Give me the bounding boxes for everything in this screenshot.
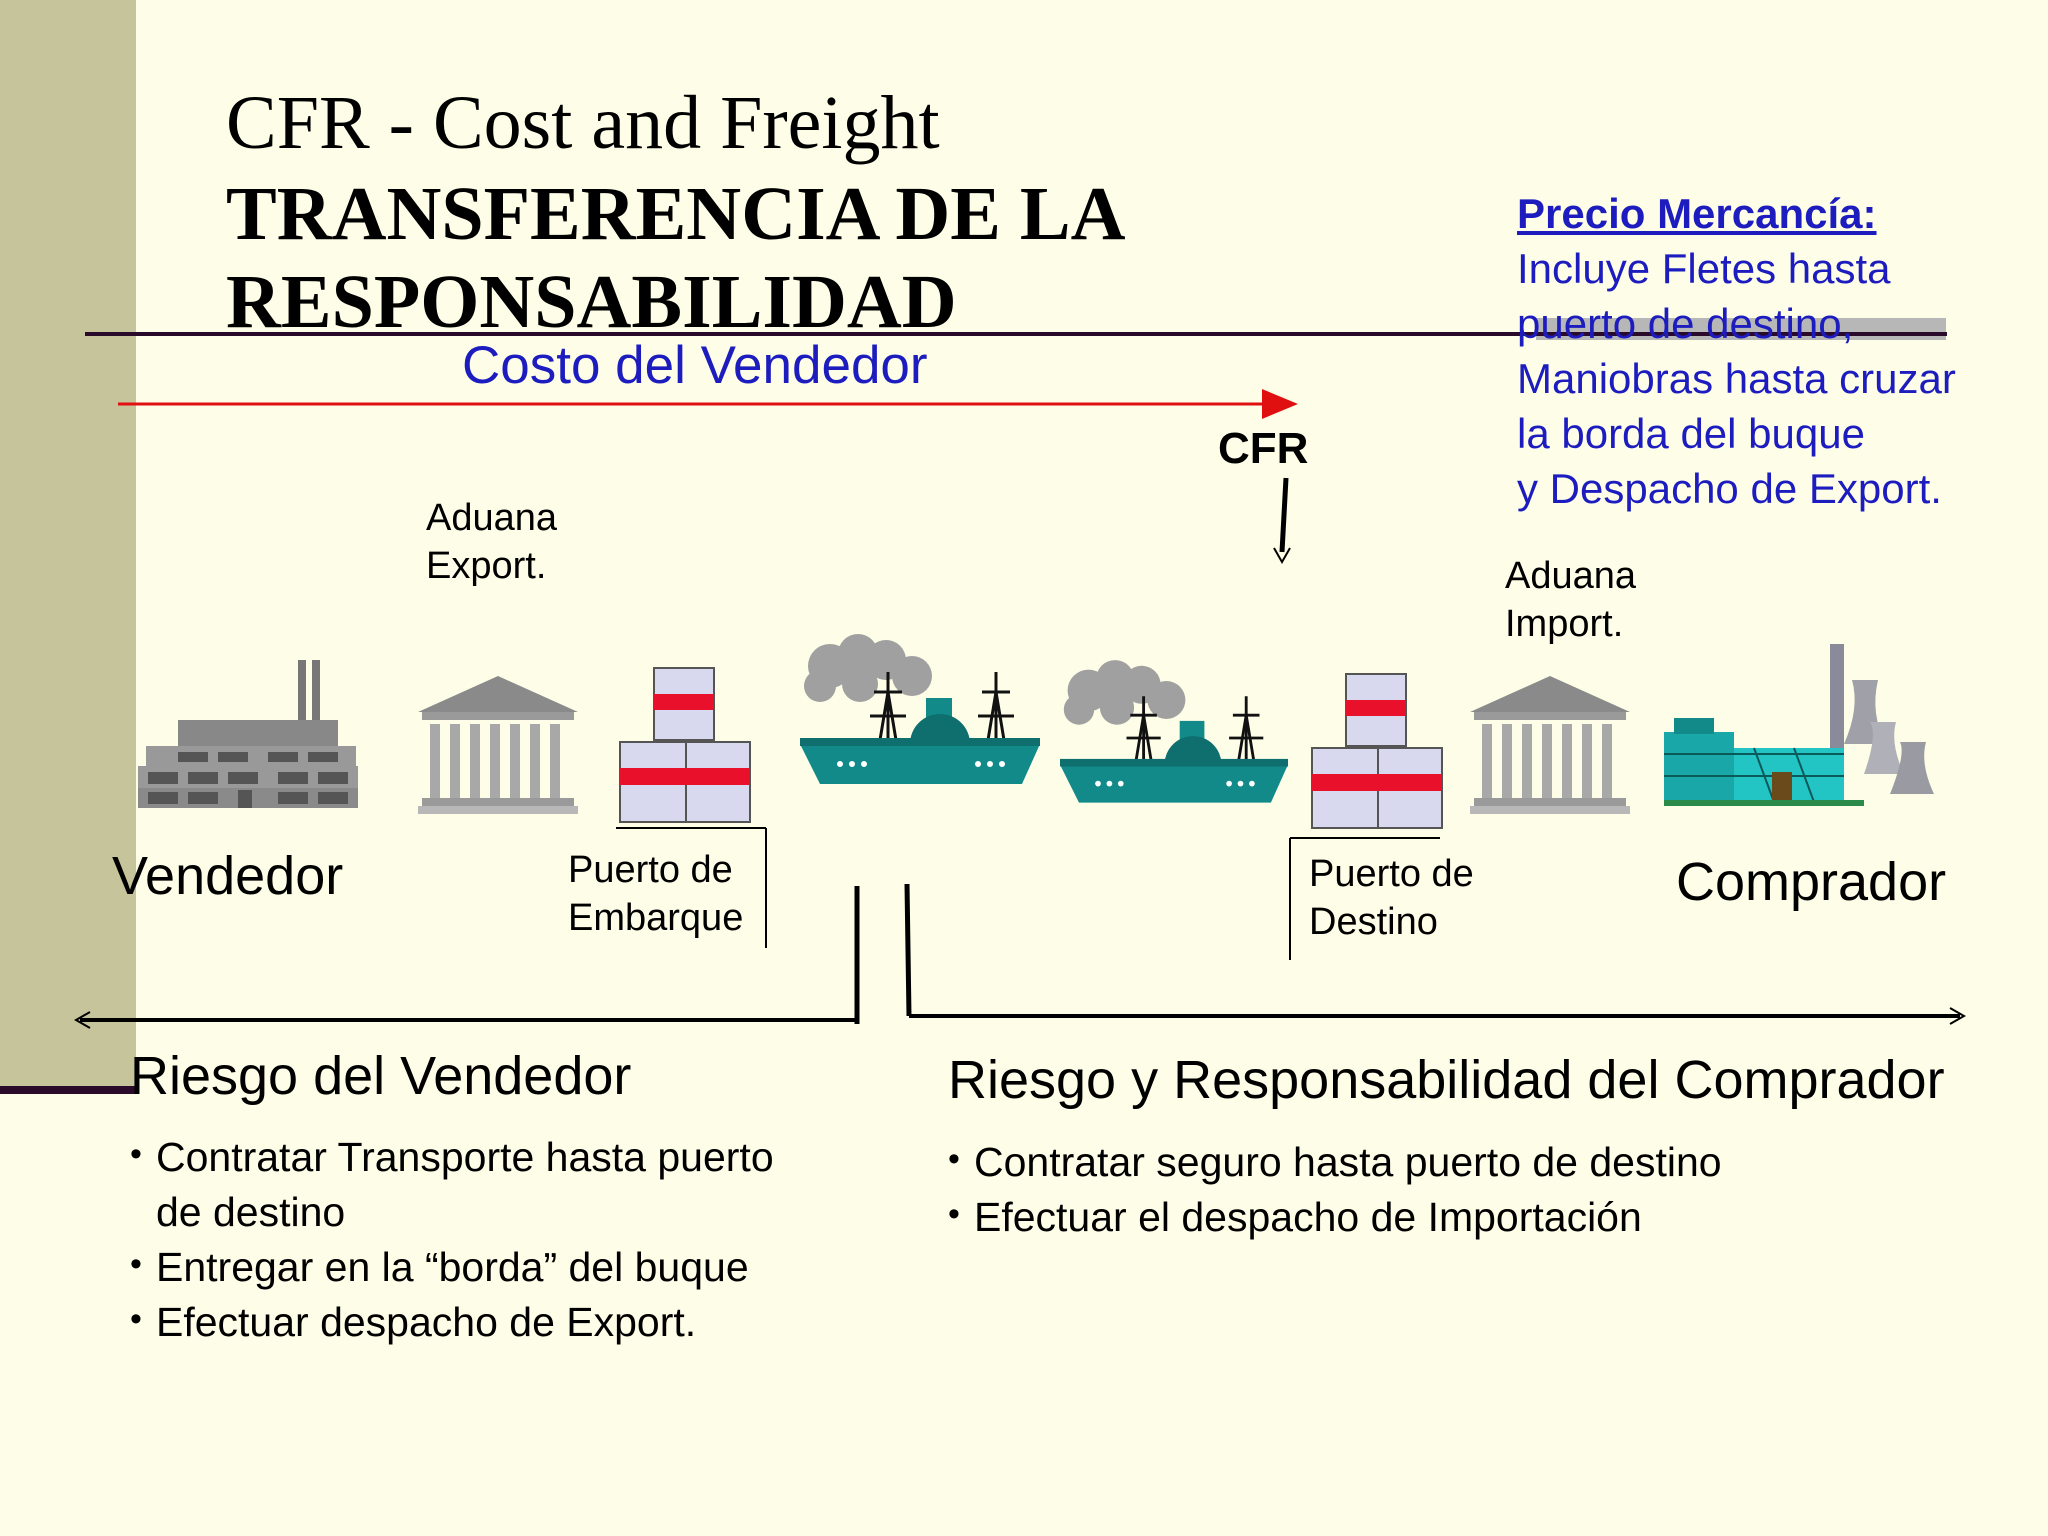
seller-risk-item: Entregar en la “borda” del buque [130, 1237, 774, 1295]
containers-destination-icon [1311, 673, 1443, 829]
customs-export-label-line2: Export. [426, 545, 547, 587]
price-box-line: Incluye Fletes hasta [1517, 245, 1891, 292]
port-destination-label: Puerto de Destino [1309, 850, 1474, 946]
price-box-line: la borda del buque [1517, 410, 1865, 457]
customs-export-icon [418, 676, 578, 814]
port-loading-label: Puerto de Embarque [568, 846, 743, 942]
seller-risk-item: Efectuar despacho de Export. [130, 1292, 774, 1350]
seller-risk-list: Contratar Transporte hasta puerto de des… [130, 1127, 774, 1350]
seller-risk-item-continued: de destino [156, 1189, 346, 1235]
customs-import-label-line2: Import. [1505, 603, 1624, 645]
seller-cost-label: Costo del Vendedor [462, 336, 928, 395]
title-rule [85, 332, 1947, 336]
price-box-line: puerto de destino, [1517, 300, 1854, 347]
steamship-icon [1058, 658, 1290, 805]
seller-risk-title: Riesgo del Vendedor [130, 1046, 632, 1106]
buyer-label: Comprador [1676, 852, 1947, 912]
seller-label: Vendedor [112, 846, 344, 906]
buyer-risk-item: Contratar seguro hasta puerto de destino [948, 1132, 1722, 1190]
slide-subtitle: TRANSFERENCIA DE LA RESPONSABILIDAD [226, 170, 1126, 346]
factory-icon [138, 660, 358, 808]
customs-import-label: Aduana Import. [1505, 552, 1636, 648]
port-loading-label-line2: Embarque [568, 897, 744, 939]
containers-loading-icon [619, 667, 751, 823]
steamship-icon [798, 632, 1042, 786]
buyer-risk-list: Contratar seguro hasta puerto de destino… [948, 1132, 1722, 1245]
price-box: Precio Mercancía: Incluye Fletes hasta p… [1517, 186, 1956, 516]
seller-risk-arrow [73, 1011, 857, 1029]
buyer-risk-arrow [909, 1007, 1967, 1025]
buyer-risk-item: Efectuar el despacho de Importación [948, 1187, 1722, 1245]
risk-transfer-divider [854, 883, 912, 1024]
slide-title: CFR - Cost and Freight [226, 81, 940, 165]
port-destination-label-line2: Destino [1309, 901, 1438, 943]
power-plant-icon [1664, 644, 1934, 806]
left-accent-bar [0, 0, 136, 1092]
customs-import-icon [1470, 676, 1630, 814]
price-box-line: y Despacho de Export. [1517, 465, 1942, 512]
price-box-heading: Precio Mercancía: [1517, 190, 1877, 237]
buyer-risk-title: Riesgo y Responsabilidad del Comprador [948, 1050, 1945, 1110]
customs-import-label-line1: Aduana [1505, 555, 1637, 597]
seller-risk-item: Contratar Transporte hasta puerto [130, 1127, 774, 1185]
customs-export-label: Aduana Export. [426, 494, 557, 590]
port-destination-label-line1: Puerto de [1309, 853, 1474, 895]
cfr-pointer-arrow [1273, 477, 1291, 565]
cfr-label: CFR [1218, 424, 1309, 473]
slide-subtitle-line2: RESPONSABILIDAD [226, 260, 957, 344]
left-accent-rule [0, 1086, 136, 1094]
port-loading-label-line1: Puerto de [568, 849, 733, 891]
price-box-line: Maniobras hasta cruzar [1517, 355, 1956, 402]
customs-export-label-line1: Aduana [426, 497, 558, 539]
slide-subtitle-line1: TRANSFERENCIA DE LA [226, 172, 1126, 256]
